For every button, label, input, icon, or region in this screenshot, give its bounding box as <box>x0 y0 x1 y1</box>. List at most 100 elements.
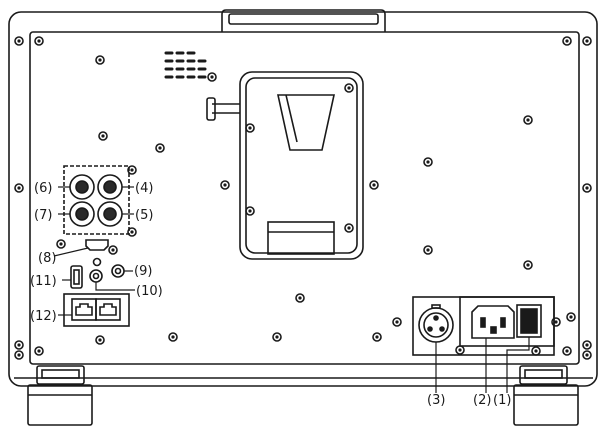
top-handle <box>221 9 386 32</box>
screw <box>245 123 255 133</box>
screw <box>14 350 24 360</box>
screw-center <box>223 183 227 187</box>
io-panel-top <box>63 165 130 235</box>
screw-center <box>395 320 399 324</box>
screw-center <box>158 146 162 150</box>
screw <box>168 332 178 342</box>
screw-center <box>17 186 21 190</box>
screw <box>14 340 24 350</box>
screw <box>127 227 137 237</box>
screw-center <box>347 226 351 230</box>
screw <box>551 317 561 327</box>
screw-center <box>37 39 41 43</box>
label-4: (4) <box>135 181 153 196</box>
screw-center <box>585 343 589 347</box>
screw-center <box>298 296 302 300</box>
vent-grille <box>164 51 207 79</box>
screw-center <box>426 248 430 252</box>
screw-center <box>585 39 589 43</box>
screw <box>155 143 165 153</box>
label-7: (7) <box>34 208 52 223</box>
screw <box>34 346 44 356</box>
battery-plate <box>206 71 364 260</box>
label-6: (6) <box>34 181 52 196</box>
screw <box>272 332 282 342</box>
power-section <box>412 296 555 356</box>
label-8: (8) <box>38 251 56 266</box>
screw-center <box>372 183 376 187</box>
screw-center <box>17 343 21 347</box>
screw-center <box>98 338 102 342</box>
screw <box>392 317 402 327</box>
screw-center <box>210 75 214 79</box>
screw-center <box>565 349 569 353</box>
screw <box>423 245 433 255</box>
screw-center <box>526 118 530 122</box>
screw <box>95 335 105 345</box>
screw <box>220 180 230 190</box>
screw-center <box>585 186 589 190</box>
label-2: (2) <box>473 393 491 408</box>
screw-center <box>248 209 252 213</box>
screw-center <box>458 348 462 352</box>
screw-center <box>130 230 134 234</box>
left-foot <box>27 365 93 426</box>
screw-center <box>534 349 538 353</box>
screw <box>295 293 305 303</box>
screw <box>95 55 105 65</box>
screw-center <box>59 242 63 246</box>
callout-lines <box>53 186 530 393</box>
screw-center <box>585 353 589 357</box>
screw-center <box>554 320 558 324</box>
screw <box>455 345 465 355</box>
screw-center <box>375 335 379 339</box>
screw <box>369 180 379 190</box>
label-1: (1) <box>493 393 511 408</box>
label-11: (11) <box>30 274 57 289</box>
screw-center <box>275 335 279 339</box>
screw-center <box>111 248 115 252</box>
screw <box>582 340 592 350</box>
screw-center <box>17 39 21 43</box>
screw-center <box>426 160 430 164</box>
screw-center <box>130 168 134 172</box>
screw <box>566 312 576 322</box>
screw-center <box>101 134 105 138</box>
screw-center <box>526 263 530 267</box>
screw <box>34 36 44 46</box>
screw <box>372 332 382 342</box>
screw <box>245 206 255 216</box>
screw <box>344 223 354 233</box>
screw <box>98 131 108 141</box>
label-10: (10) <box>136 284 163 299</box>
right-foot <box>513 365 579 426</box>
screw <box>108 245 118 255</box>
screw <box>523 115 533 125</box>
screw-center <box>248 126 252 130</box>
screw-center <box>98 58 102 62</box>
panel-screws <box>14 36 592 360</box>
label-9: (9) <box>134 264 152 279</box>
chassis-inner <box>29 31 580 365</box>
screw <box>582 36 592 46</box>
misc-ports <box>70 239 125 321</box>
screw-center <box>565 39 569 43</box>
screw <box>562 346 572 356</box>
label-12: (12) <box>30 309 57 324</box>
chassis-outer <box>8 11 598 387</box>
screw-center <box>171 335 175 339</box>
label-5: (5) <box>135 208 153 223</box>
screw <box>531 346 541 356</box>
screw-center <box>17 353 21 357</box>
screw <box>14 36 24 46</box>
screw <box>344 83 354 93</box>
io-panel-bottom <box>63 293 130 327</box>
screw <box>207 72 217 82</box>
screw <box>582 350 592 360</box>
screw <box>582 183 592 193</box>
label-3: (3) <box>427 393 445 408</box>
screw-center <box>37 349 41 353</box>
screw-center <box>569 315 573 319</box>
screw <box>562 36 572 46</box>
